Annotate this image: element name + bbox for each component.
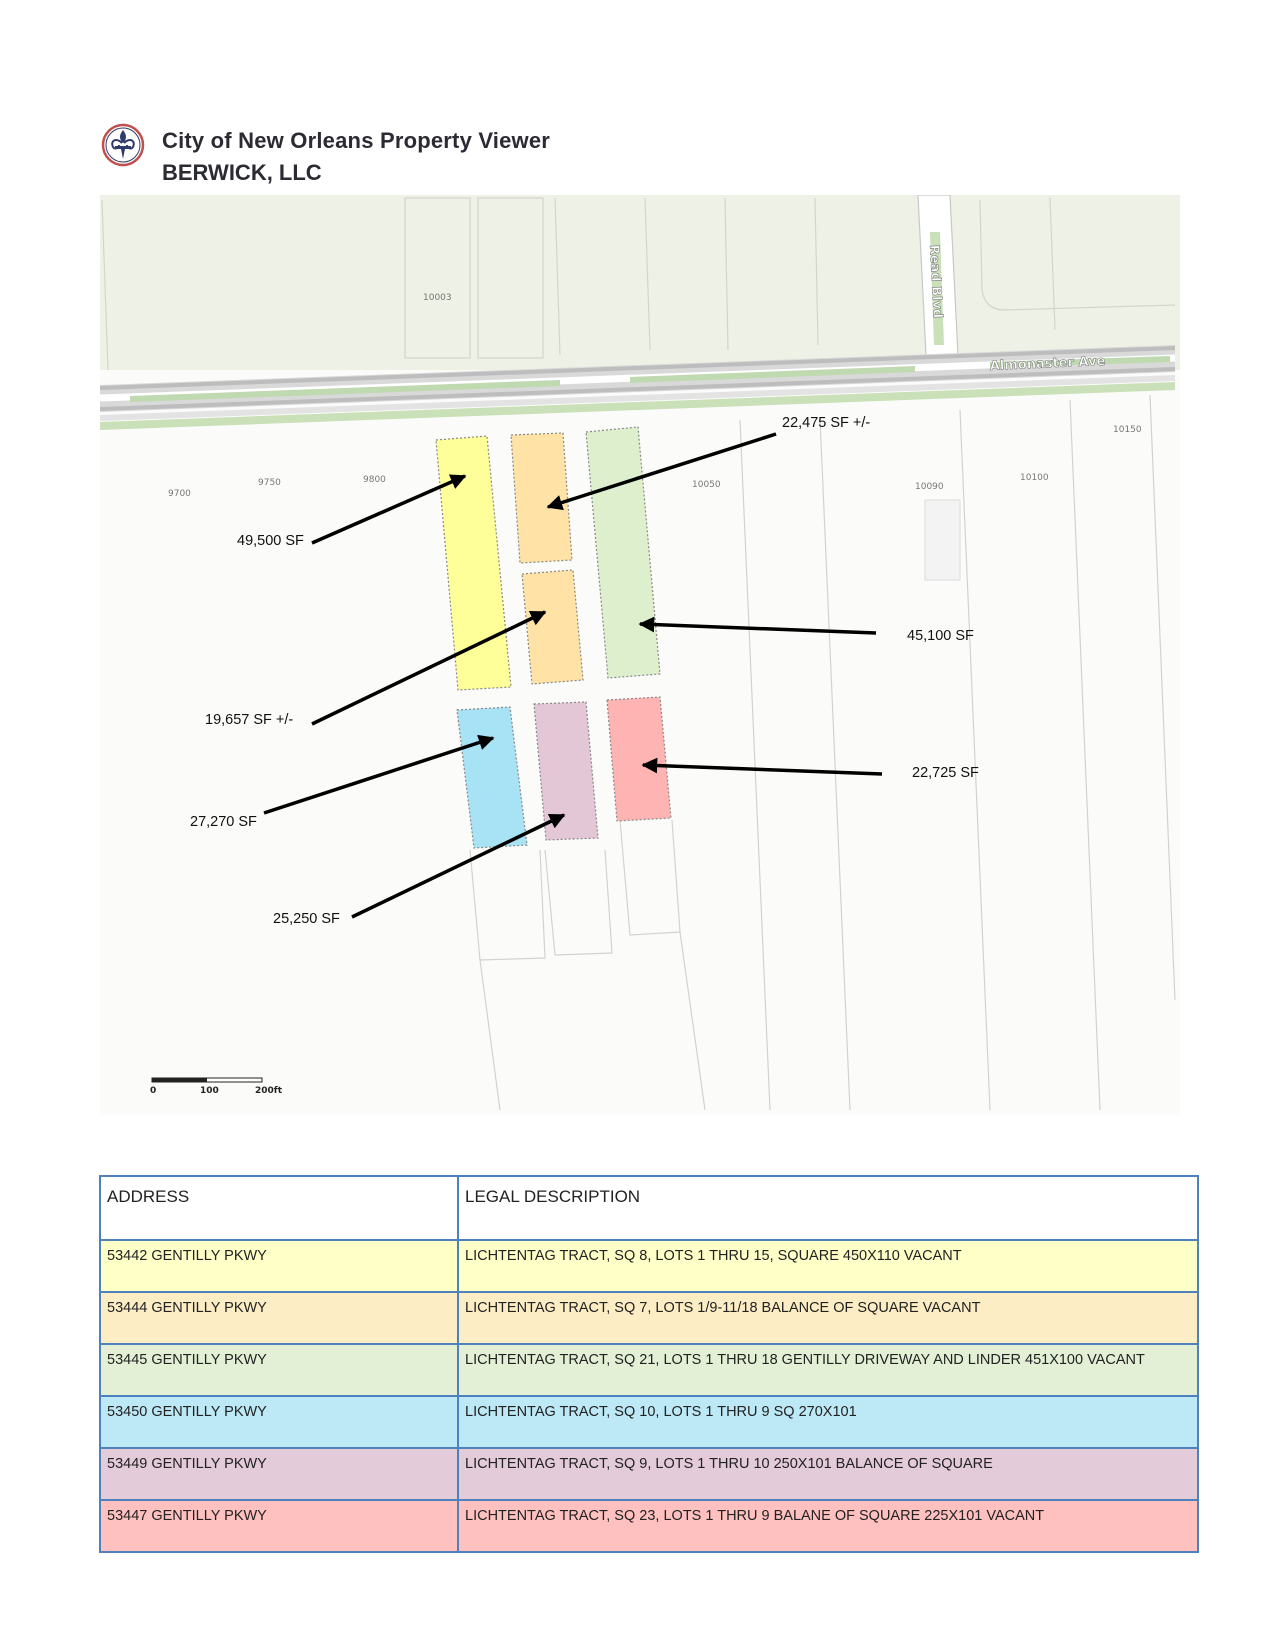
lot-number: 10050 (692, 480, 721, 490)
lot-number: 10100 (1020, 473, 1049, 483)
street-almonaster-ave (100, 345, 1176, 430)
parcel-red[interactable] (606, 696, 672, 822)
legal-description-cell: LICHTENTAG TRACT, SQ 10, LOTS 1 THRU 9 S… (457, 1395, 1199, 1449)
address-cell: 53449 GENTILLY PKWY (99, 1447, 459, 1501)
arrow (546, 432, 777, 511)
address-cell: 53445 GENTILLY PKWY (99, 1343, 459, 1397)
address-cell: 53442 GENTILLY PKWY (99, 1239, 459, 1293)
legal-description-cell: LICHTENTAG TRACT, SQ 23, LOTS 1 THRU 9 B… (457, 1499, 1199, 1553)
lot-number: 9750 (258, 478, 281, 488)
scale-bar: 0 100 200ft (150, 1077, 283, 1096)
street-label-almonaster: Almonaster Ave (990, 354, 1106, 374)
page-title: City of New Orleans Property Viewer (162, 128, 551, 153)
address-cell: 53444 GENTILLY PKWY (99, 1291, 459, 1345)
area-label: 27,270 SF (190, 814, 257, 830)
legal-description-cell: LICHTENTAG TRACT, SQ 21, LOTS 1 THRU 18 … (457, 1343, 1199, 1397)
column-header-address: ADDRESS (99, 1175, 459, 1241)
property-map[interactable]: 10003 9700 9750 9800 10050 10090 10100 1… (100, 195, 1180, 1115)
highlighted-parcels (435, 426, 672, 849)
table-header-row: ADDRESS LEGAL DESCRIPTION (99, 1175, 1199, 1241)
address-cell: 53447 GENTILLY PKWY (99, 1499, 459, 1553)
arrow (311, 474, 467, 545)
area-label: 22,725 SF (912, 765, 979, 781)
lot-number: 10090 (915, 482, 944, 492)
parcel-yellow[interactable] (435, 435, 512, 691)
table-row[interactable]: 53447 GENTILLY PKWY LICHTENTAG TRACT, SQ… (99, 1499, 1199, 1553)
owner-name: BERWICK, LLC (162, 160, 322, 185)
lot-number: 10150 (1113, 425, 1142, 435)
legal-description-cell: LICHTENTAG TRACT, SQ 9, LOTS 1 THRU 10 2… (457, 1447, 1199, 1501)
column-header-legal-description: LEGAL DESCRIPTION (457, 1175, 1199, 1241)
parcel-arrows (263, 432, 883, 919)
table-row[interactable]: 53449 GENTILLY PKWY LICHTENTAG TRACT, SQ… (99, 1447, 1199, 1501)
south-parcel-lines (469, 394, 1176, 1111)
arrow (641, 757, 883, 776)
scale-label: 0 (150, 1086, 156, 1096)
lot-number: 9700 (168, 489, 191, 499)
arrow (638, 616, 877, 635)
arrow (351, 813, 566, 919)
north-area (100, 195, 1180, 370)
table-row[interactable]: 53442 GENTILLY PKWY LICHTENTAG TRACT, SQ… (99, 1239, 1199, 1293)
area-label: 49,500 SF (237, 533, 304, 549)
area-label: 25,250 SF (273, 911, 340, 927)
parcel-purple[interactable] (533, 701, 599, 841)
legal-description-table: ADDRESS LEGAL DESCRIPTION 53442 GENTILLY… (99, 1175, 1199, 1553)
scale-label: 200ft (255, 1086, 283, 1096)
table-row[interactable]: 53450 GENTILLY PKWY LICHTENTAG TRACT, SQ… (99, 1395, 1199, 1449)
fleur-de-lis-icon (101, 123, 145, 167)
street-read-blvd (917, 195, 959, 356)
scale-label: 100 (200, 1086, 219, 1096)
area-label: 22,475 SF +/- (782, 415, 870, 431)
legal-description-cell: LICHTENTAG TRACT, SQ 7, LOTS 1/9-11/18 B… (457, 1291, 1199, 1345)
area-label: 19,657 SF +/- (205, 712, 293, 728)
north-parcel-lines (101, 197, 1176, 371)
area-labels: 49,500 SF 22,475 SF +/- 19,657 SF +/- 45… (190, 415, 979, 927)
parcel-orange-south[interactable] (521, 569, 584, 685)
arrow (263, 734, 495, 815)
lot-number: 9800 (363, 475, 386, 485)
table-row[interactable]: 53445 GENTILLY PKWY LICHTENTAG TRACT, SQ… (99, 1343, 1199, 1397)
area-label: 45,100 SF (907, 628, 974, 644)
legal-description-cell: LICHTENTAG TRACT, SQ 8, LOTS 1 THRU 15, … (457, 1239, 1199, 1293)
arrow (311, 610, 547, 726)
table-row[interactable]: 53444 GENTILLY PKWY LICHTENTAG TRACT, SQ… (99, 1291, 1199, 1345)
lot-number: 10003 (423, 293, 452, 303)
street-label-read-blvd: Read Blvd (926, 244, 945, 318)
lot-numbers: 10003 9700 9750 9800 10050 10090 10100 1… (168, 293, 1142, 499)
address-cell: 53450 GENTILLY PKWY (99, 1395, 459, 1449)
parcel-orange-north[interactable] (510, 432, 573, 564)
page-header: City of New Orleans Property Viewer BERW… (100, 118, 700, 198)
